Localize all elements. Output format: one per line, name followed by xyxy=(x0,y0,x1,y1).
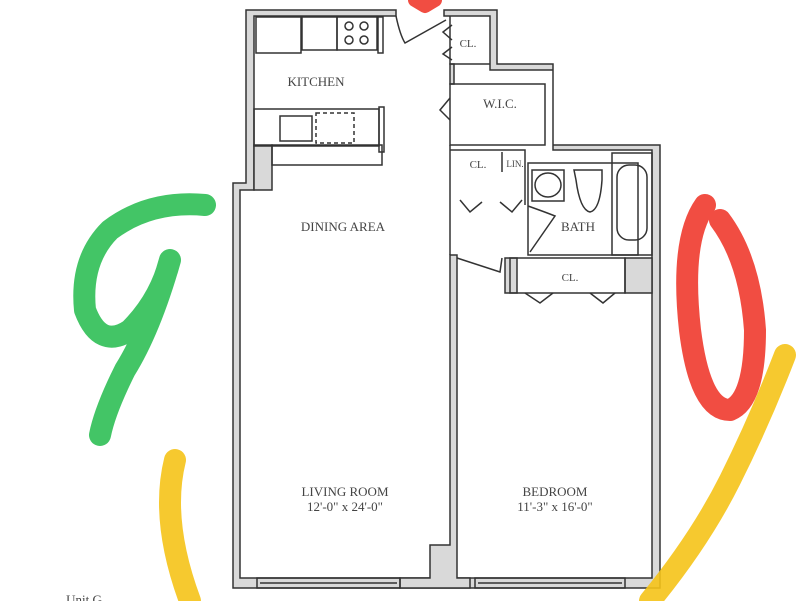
walls xyxy=(232,9,661,589)
kitchen-fixtures xyxy=(253,16,385,153)
label-unit: Unit G xyxy=(66,592,102,601)
label-living: LIVING ROOM xyxy=(301,484,388,499)
label-living-dims: 12'-0" x 24'-0" xyxy=(307,499,383,514)
label-linen: LIN. xyxy=(506,159,523,169)
red-crayon-mark xyxy=(408,0,442,13)
green-crayon-stroke xyxy=(73,193,216,446)
partitions xyxy=(395,15,653,304)
label-closet-bedroom: CL. xyxy=(562,272,579,284)
label-closet-hall: CL. xyxy=(470,159,487,171)
red-crayon-stroke xyxy=(676,194,766,421)
label-wic: W.I.C. xyxy=(483,96,517,111)
label-dining: DINING AREA xyxy=(301,219,386,234)
label-closet-entry: CL. xyxy=(460,38,477,50)
yellow-crayon-stroke xyxy=(159,344,796,601)
label-kitchen: KITCHEN xyxy=(287,74,345,89)
label-bedroom-dims: 11'-3" x 16'-0" xyxy=(517,499,592,514)
label-bedroom: BEDROOM xyxy=(522,484,587,499)
label-bath: BATH xyxy=(561,219,595,234)
